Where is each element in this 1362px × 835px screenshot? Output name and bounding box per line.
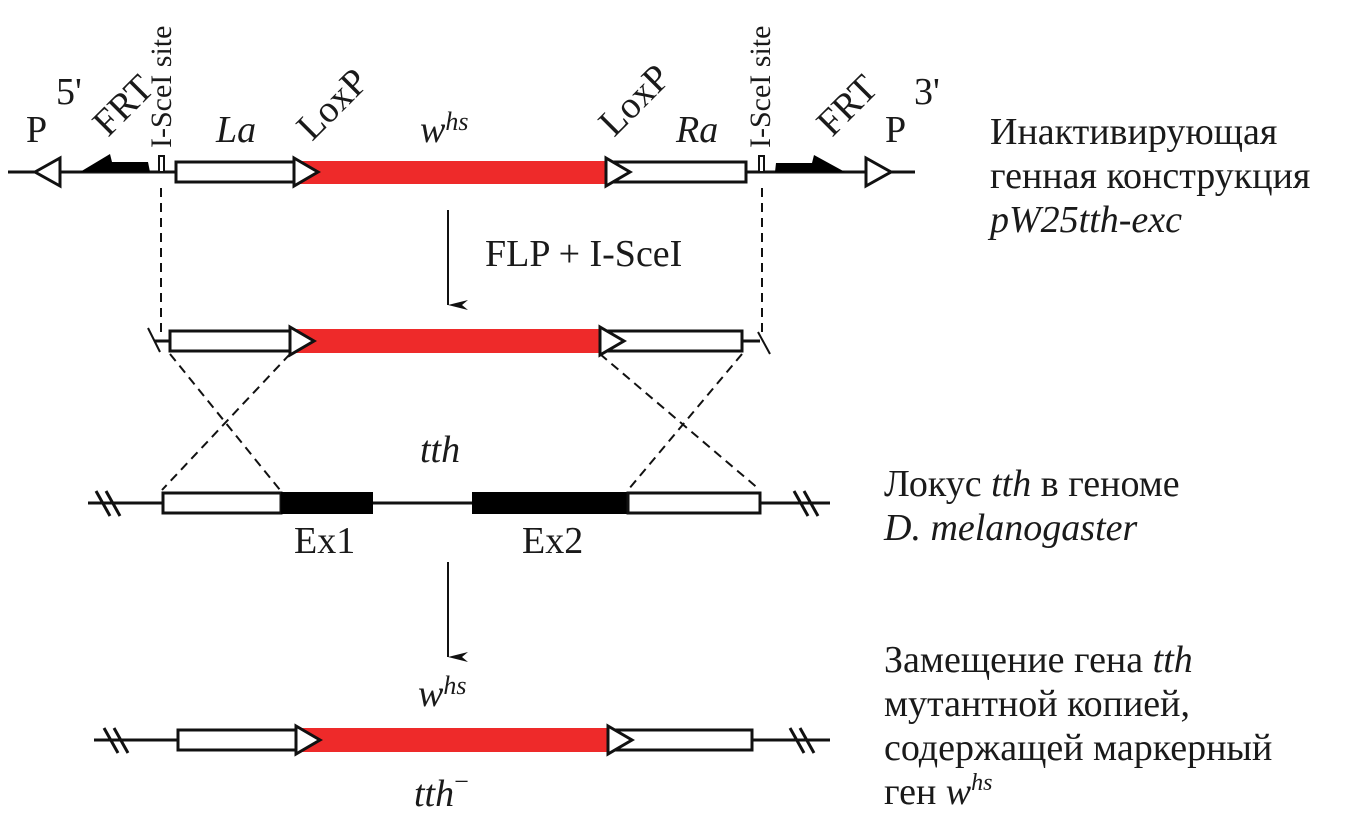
result-break-left-2 bbox=[112, 727, 130, 754]
result-description: Замещение гена tth мутантной копией, сод… bbox=[884, 638, 1272, 814]
locus-break-right-2 bbox=[802, 490, 820, 517]
result-loxp-right-icon bbox=[606, 723, 635, 757]
excised-fragment-row bbox=[147, 324, 771, 358]
locus-break-right-1 bbox=[792, 490, 810, 517]
result-la-arm bbox=[176, 728, 298, 752]
result-break-right-2 bbox=[798, 727, 816, 754]
frt-right-label: FRT bbox=[809, 67, 886, 144]
loxp-left-label: LoxP bbox=[289, 60, 377, 148]
locus-left-arm bbox=[161, 491, 283, 515]
locus-description-line1: Локус tth в геноме bbox=[884, 463, 1180, 505]
frt-left-icon bbox=[80, 154, 150, 172]
isce-site-right-label: I-SceI site bbox=[744, 26, 777, 148]
locus-description: Локус tth в геноме D. melanogaster bbox=[884, 462, 1180, 550]
fragment-loxp-right-icon bbox=[598, 324, 627, 358]
result-tth-minus-label: tth− bbox=[414, 767, 469, 815]
fragment-right-cut bbox=[757, 331, 771, 355]
whs-marker-gene bbox=[300, 161, 606, 184]
p3-end-label: 3' bbox=[914, 71, 940, 113]
crossover-left-b bbox=[161, 353, 291, 491]
la-label: La bbox=[215, 109, 256, 151]
p3-terminus-icon bbox=[864, 155, 895, 189]
construct-row: P 5' FRT I-SceI site La LoxP whs LoxP Ra… bbox=[8, 26, 940, 189]
loxp-right-icon bbox=[604, 155, 633, 189]
exon2-block bbox=[472, 492, 628, 514]
construct-name: pW25tth-exc bbox=[990, 199, 1183, 241]
result-loxp-left-icon bbox=[294, 723, 323, 757]
crossover-right-a bbox=[599, 353, 761, 491]
isce-site-left-label: I-SceI site bbox=[145, 26, 178, 148]
loxp-left-icon bbox=[292, 155, 321, 189]
step1-arrow-label: FLP + I-SceI bbox=[485, 233, 682, 275]
exon1-label: Ex1 bbox=[294, 520, 355, 562]
whs-label: whs bbox=[420, 107, 468, 151]
result-description-line3: содержащей маркерный bbox=[884, 727, 1273, 769]
result-break-left-1 bbox=[102, 727, 120, 754]
result-whs-marker bbox=[302, 728, 608, 752]
result-whs-label: whs bbox=[418, 671, 466, 715]
exon1-block bbox=[281, 492, 373, 514]
tth-gene-label: tth bbox=[420, 429, 460, 471]
result-description-line1: Замещение гена tth bbox=[884, 639, 1193, 681]
construct-description: Инактивирующая генная конструкция pW25tt… bbox=[990, 110, 1310, 242]
result-row: whs tth− bbox=[94, 671, 830, 815]
fragment-whs-marker bbox=[296, 329, 600, 353]
locus-right-arm bbox=[626, 491, 762, 515]
result-description-line4: ген whs bbox=[884, 770, 993, 813]
tth-locus-row: tth Ex1 Ex2 bbox=[88, 429, 830, 562]
fragment-la-arm bbox=[168, 329, 292, 353]
p3-label: P bbox=[885, 109, 906, 151]
isce-site-left-icon bbox=[158, 155, 165, 173]
isce-site-right-icon bbox=[758, 155, 765, 173]
species-name: D. melanogaster bbox=[884, 507, 1138, 549]
ra-label: Ra bbox=[675, 109, 718, 151]
exon2-label: Ex2 bbox=[522, 520, 583, 562]
la-homology-arm bbox=[174, 160, 296, 184]
locus-break-left-1 bbox=[94, 490, 112, 517]
loxp-right-label: LoxP bbox=[591, 56, 679, 144]
construct-description-line1: Инактивирующая bbox=[990, 111, 1278, 153]
p5-end-label: 5' bbox=[56, 71, 82, 113]
construct-description-line2: генная конструкция bbox=[990, 155, 1311, 197]
result-break-right-1 bbox=[788, 727, 806, 754]
fragment-loxp-left-icon bbox=[288, 324, 317, 358]
crossover-lines bbox=[161, 353, 761, 491]
frt-right-icon bbox=[775, 155, 845, 172]
crossover-right-b bbox=[627, 353, 743, 491]
result-description-line2: мутантной копией, bbox=[884, 683, 1191, 725]
p5-label: P bbox=[26, 109, 47, 151]
p5-terminus-icon bbox=[31, 155, 62, 189]
locus-break-left-2 bbox=[104, 490, 122, 517]
